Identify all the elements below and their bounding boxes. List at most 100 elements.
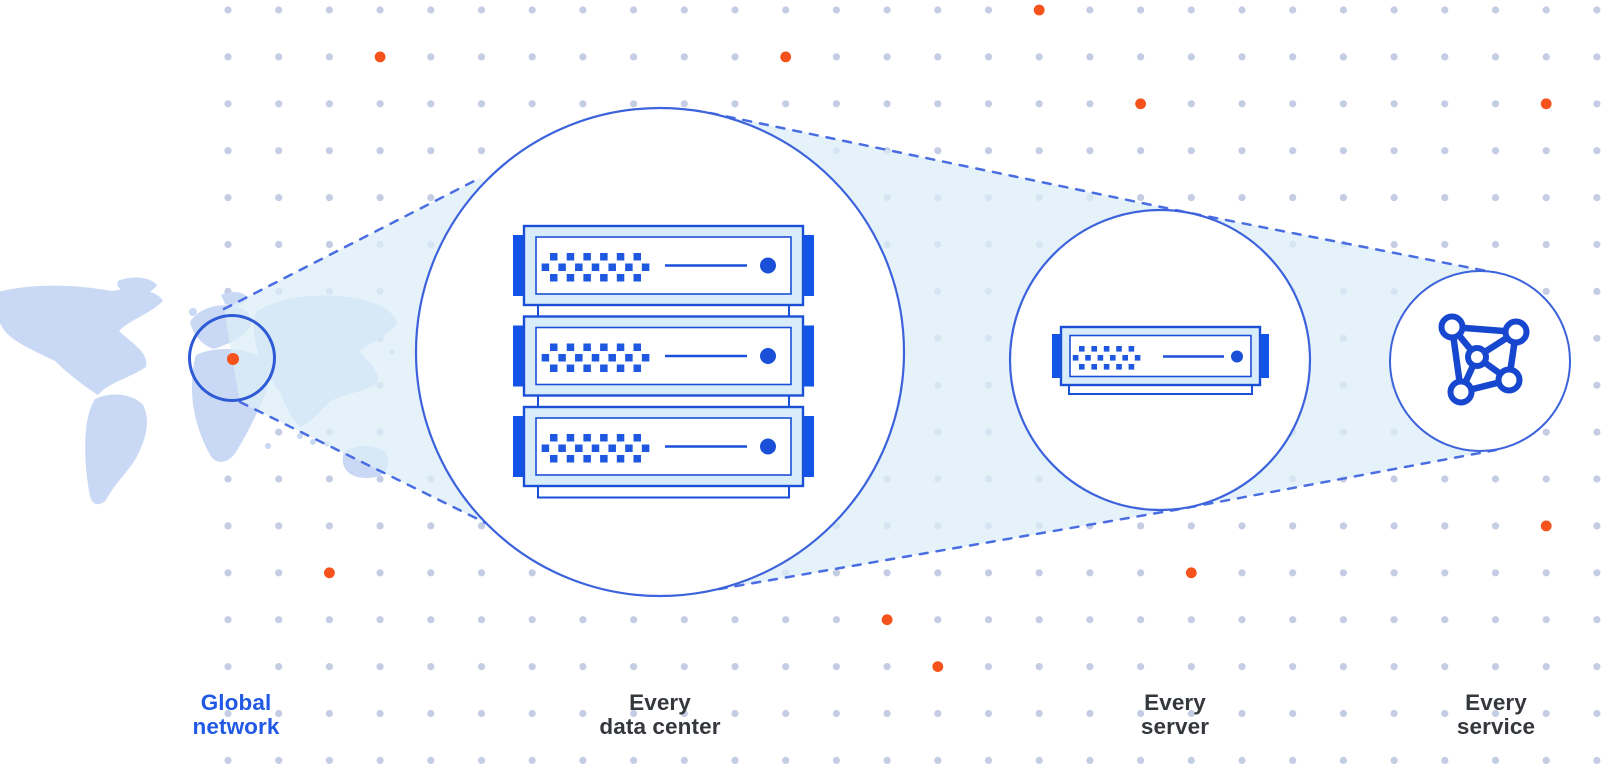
led-matrix-square [633,364,641,372]
grid-dot [630,756,638,765]
grid-dot [731,616,739,624]
grid-dot [680,616,688,624]
led-matrix-square [575,354,583,362]
grid-dot [883,663,891,671]
grid-dot [376,569,384,577]
grid-dot [1137,616,1145,624]
led-matrix-square [550,274,558,282]
server-side-tab [803,235,814,296]
grid-dot [528,569,536,577]
led-matrix-square [566,343,575,351]
led-matrix-square [1116,364,1122,370]
grid-dot [1542,663,1550,671]
grid-dot [832,6,841,14]
grid-dot [1441,475,1449,483]
grid-dot [1390,147,1398,155]
grid-dot [376,616,384,624]
led-matrix-square [600,253,608,261]
grid-dot [224,522,232,530]
grid-dot [1491,194,1500,202]
island-shape [189,308,197,316]
grid-dot [883,100,891,108]
grid-dot [1238,522,1246,530]
grid-dot [1593,194,1601,202]
grid-dot [1339,616,1347,624]
grid-dot [1390,100,1398,108]
grid-dot [224,756,232,765]
server-face-panel [535,236,792,295]
grid-dot [325,240,333,249]
grid-dot [1491,240,1500,249]
led-matrix-square [575,263,583,271]
grid-dot [1491,663,1500,671]
grid-dot [832,709,841,718]
grid-dot [1339,569,1347,577]
grid-dot [1086,6,1094,14]
grid-dot [275,475,283,483]
grid-dot [680,663,688,671]
led-matrix-square [608,263,616,271]
grid-dot [1441,756,1449,765]
led-matrix-square [616,455,625,463]
grid-dot [1086,569,1094,577]
grid-dot [630,616,638,624]
led-matrix-square [616,343,625,351]
grid-dot [427,147,435,155]
grid-dot [1593,428,1601,436]
grid-dot [984,709,993,718]
grid-dot [1187,6,1195,14]
grid-dot [528,100,536,108]
grid-dot [477,147,486,155]
grid-dot [1491,616,1500,624]
grid-dot [224,6,232,14]
led-matrix-square [591,263,600,271]
grid-dot [477,100,486,108]
grid-dot [1390,522,1398,530]
grid-dot [528,709,536,718]
label-line: Every [1144,690,1206,715]
grid-dot [528,6,536,14]
grid-dot [984,616,993,624]
grid-dot [275,53,283,61]
grid-dot [1390,53,1398,61]
grid-dot [782,709,790,718]
server-rack-illustration [513,224,814,499]
grid-dot [224,240,232,249]
grid-dot [1238,616,1246,624]
grid-dot [782,616,790,624]
led-matrix-square [583,253,591,261]
accent-dot [1135,98,1146,110]
grid-dot [1441,53,1449,61]
led-matrix-square [541,263,550,271]
led-matrix-square [558,263,566,271]
grid-dot [1491,147,1500,155]
grid-dot [680,100,688,108]
server-side-tab [1260,334,1269,378]
island-shape [297,433,303,439]
grid-dot [1289,569,1297,577]
grid-dot [1441,6,1449,14]
led-matrix-square [1103,346,1110,352]
continent-shape [117,277,157,295]
led-matrix-square [1134,355,1141,361]
grid-dot [1137,569,1145,577]
led-matrix-square [600,434,608,442]
grid-dot [224,569,232,577]
grid-dot [731,53,739,61]
grid-dot [376,663,384,671]
grid-dot [579,616,587,624]
grid-dot [1542,428,1550,436]
led-matrix-square [600,343,608,351]
grid-dot [224,147,232,155]
grid-dot [782,6,790,14]
led-matrix-square [591,354,600,362]
grid-dot [528,53,536,61]
led-matrix-square [616,253,625,261]
grid-dot [1542,475,1550,483]
grid-dot [1137,53,1145,61]
grid-dot [1491,100,1500,108]
grid-dot [275,616,283,624]
grid-dot [1339,53,1347,61]
grid-dot [1035,147,1043,155]
grid-dot [1593,569,1601,577]
